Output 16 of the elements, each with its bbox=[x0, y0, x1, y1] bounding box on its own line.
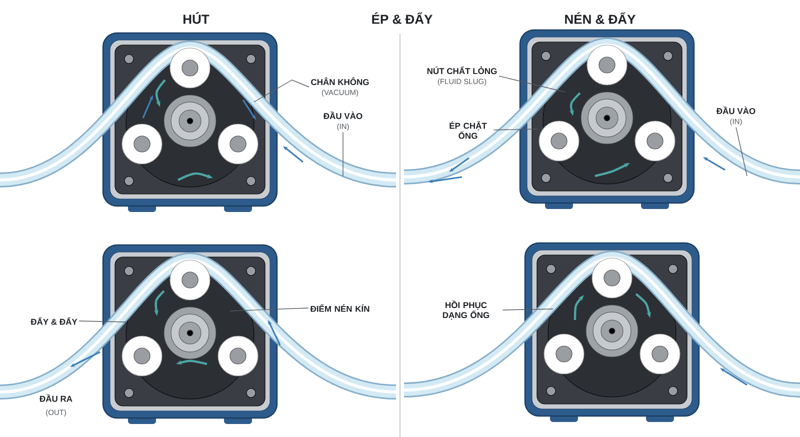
leader-line bbox=[498, 76, 566, 92]
callout-label: ĐIỂM NÉN KÍN bbox=[310, 304, 370, 312]
leader-line bbox=[736, 126, 748, 176]
leader-line bbox=[502, 308, 554, 310]
callout-label: ĐẨY & ĐẨY bbox=[30, 317, 78, 325]
leader-line bbox=[230, 308, 309, 312]
callout-label: HỒI PHỤC DẠNG ỐNG bbox=[442, 300, 490, 320]
leader-line bbox=[78, 320, 126, 322]
panel-title: NÉN & ĐẨY bbox=[565, 12, 636, 24]
leader-line bbox=[342, 132, 344, 176]
panel-title: HÚT bbox=[184, 12, 210, 24]
leader-line bbox=[254, 80, 310, 102]
callout-label: ÉP CHẶT ỐNG bbox=[450, 121, 487, 139]
leader-line bbox=[493, 128, 538, 130]
panel-title: ÉP & ĐẨY bbox=[372, 12, 432, 24]
callout-label: ĐẦU RA bbox=[40, 394, 72, 402]
